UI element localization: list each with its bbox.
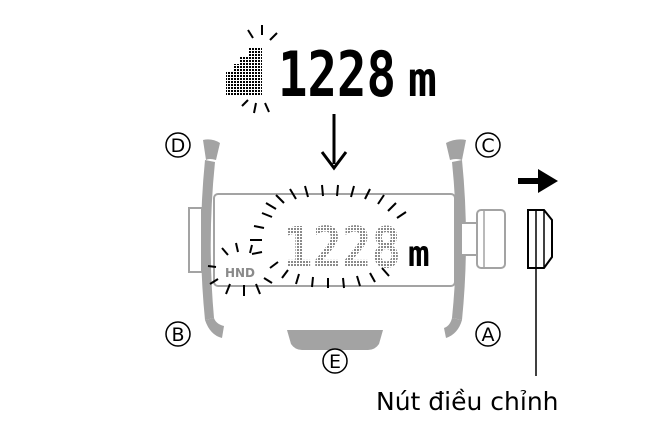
- hand-mode-label: HND: [225, 266, 255, 280]
- watch-display: HND 1228 m: [207, 184, 430, 296]
- blink-arc: [250, 184, 407, 289]
- svg-text:C: C: [481, 135, 494, 157]
- watch-display-frame: [213, 193, 456, 287]
- signal-bars-icon: [226, 25, 278, 114]
- hnd-blink-rays: [207, 242, 273, 296]
- svg-text:A: A: [482, 324, 495, 346]
- watch-case: [188, 139, 506, 350]
- button-label-a: A: [475, 321, 501, 347]
- svg-text:D: D: [171, 135, 186, 157]
- button-label-d: D: [165, 132, 191, 158]
- button-label-e: E: [322, 348, 348, 374]
- case-crown: [460, 209, 506, 269]
- crown-label: Nút điều chỉnh: [376, 387, 559, 416]
- down-arrow-icon: [320, 114, 348, 171]
- button-e-shape: [287, 330, 383, 350]
- crown-icon: [527, 209, 553, 376]
- right-arrow-icon: [518, 169, 558, 193]
- button-label-b: B: [165, 321, 191, 347]
- svg-text:E: E: [329, 351, 341, 373]
- top-display: 1228 m: [226, 25, 437, 114]
- watch-altitude-value: 1228: [283, 216, 401, 281]
- button-label-c: C: [475, 132, 501, 158]
- top-altitude-unit: m: [408, 52, 437, 108]
- top-altitude-value: 1228: [278, 38, 396, 111]
- svg-text:B: B: [171, 324, 184, 346]
- watch-altitude-unit: m: [408, 234, 430, 275]
